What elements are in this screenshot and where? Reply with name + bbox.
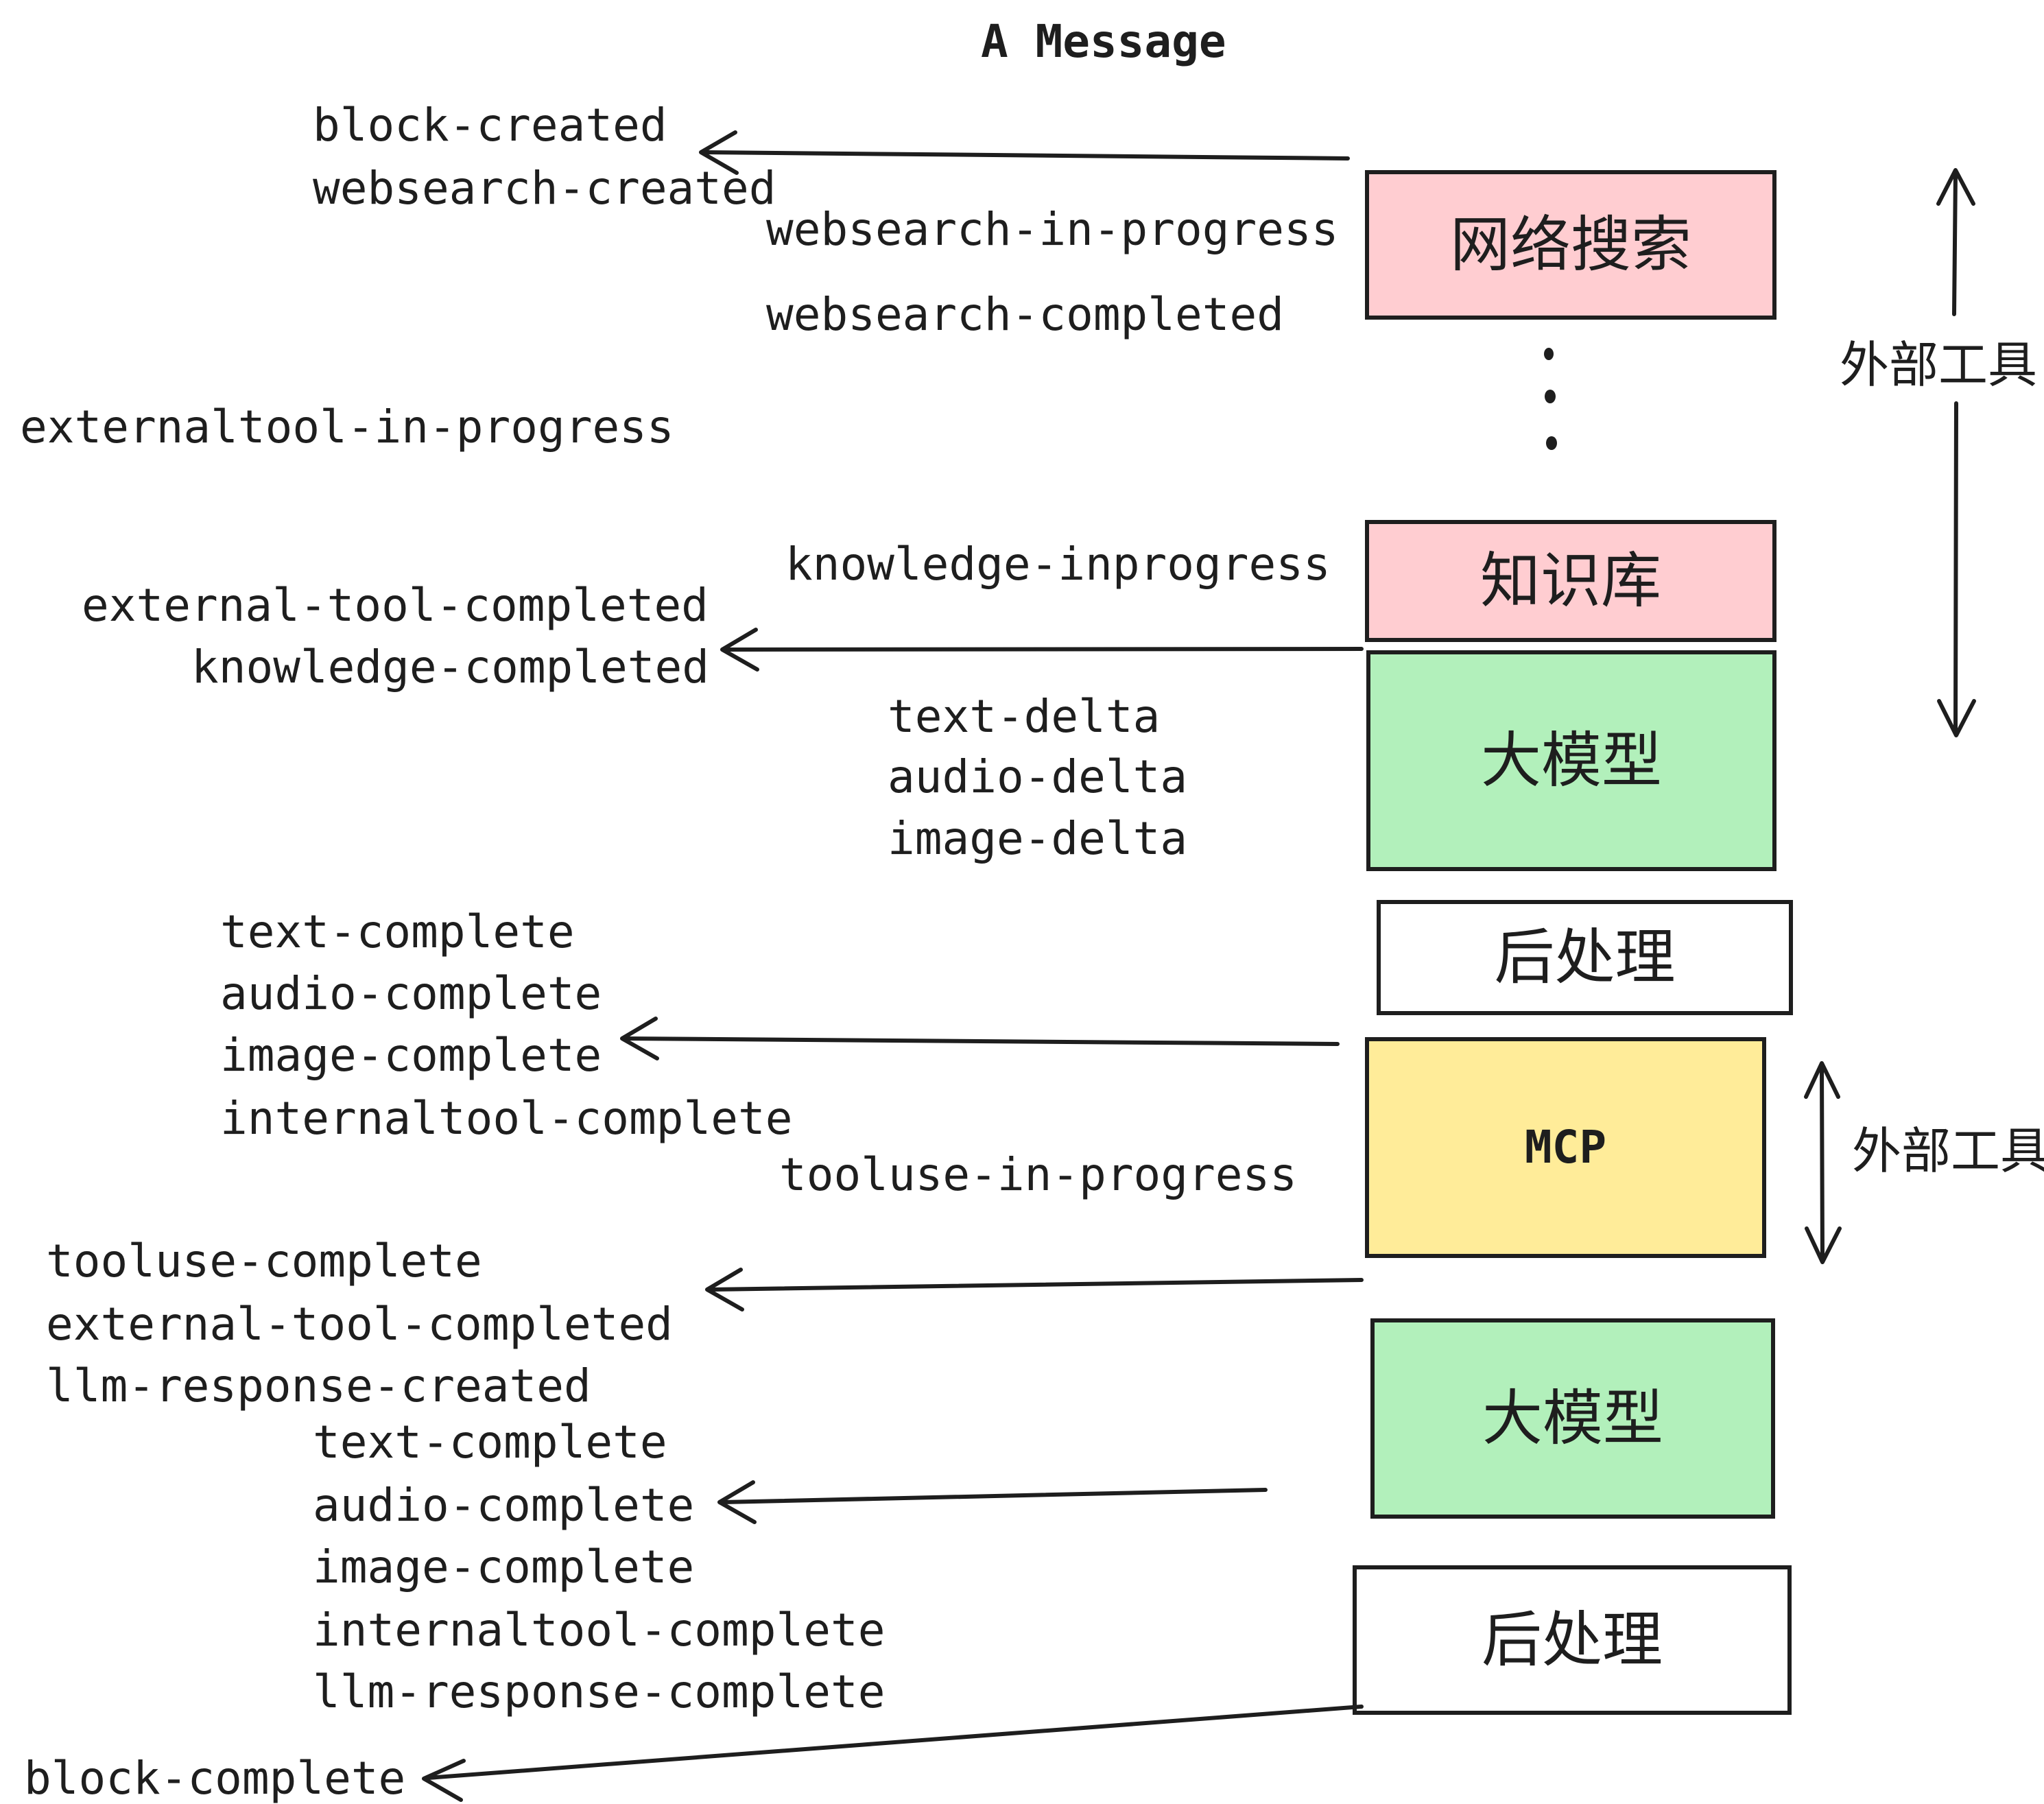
box-postprocess-1: 后处理 bbox=[1377, 900, 1793, 1015]
arrow-mcp-to-tooluse-complete bbox=[705, 1268, 1364, 1312]
event-label-internaltool-complete-2: internaltool-complete bbox=[313, 1604, 886, 1657]
event-label-knowledge-completed: knowledge-completed bbox=[191, 641, 709, 693]
box-postprocess-2-label: 后处理 bbox=[1481, 1604, 1663, 1675]
event-label-audio-delta-1: audio-delta bbox=[888, 750, 1188, 803]
box-websearch: 网络搜索 bbox=[1365, 170, 1776, 320]
event-label-text-delta-1: text-delta bbox=[888, 690, 1161, 743]
box-mcp: MCP bbox=[1365, 1037, 1766, 1258]
box-llm-2-label: 大模型 bbox=[1482, 1383, 1663, 1453]
external-tools-label-2: 外部工具 bbox=[1852, 1122, 2044, 1180]
box-llm-1: 大模型 bbox=[1366, 650, 1776, 871]
box-postprocess-1-label: 后处理 bbox=[1494, 922, 1676, 993]
box-mcp-label: MCP bbox=[1524, 1121, 1607, 1174]
event-label-tooluse-complete: tooluse-complete bbox=[46, 1235, 482, 1287]
event-label-knowledge-inprogress: knowledge-inprogress bbox=[785, 538, 1331, 591]
event-label-text-complete-2: text-complete bbox=[313, 1416, 667, 1469]
event-label-image-delta-1: image-delta bbox=[888, 812, 1188, 865]
arrow-websearch-to-created bbox=[699, 130, 1350, 175]
double-arrow-external-tools-1 bbox=[1936, 168, 1976, 737]
event-label-llm-response-created: llm-response-created bbox=[46, 1360, 591, 1412]
event-label-block-created: block-created bbox=[313, 99, 667, 152]
arrow-llm2-to-complete bbox=[717, 1480, 1268, 1524]
box-postprocess-2: 后处理 bbox=[1353, 1565, 1792, 1715]
ellipsis-dots bbox=[1544, 348, 1557, 450]
event-label-block-complete: block-complete bbox=[24, 1752, 406, 1804]
event-label-externaltool-in-progress: externaltool-in-progress bbox=[20, 401, 674, 453]
box-knowledge-label: 知识库 bbox=[1479, 545, 1661, 616]
event-label-external-tool-completed: external-tool-completed bbox=[82, 579, 709, 632]
event-label-image-complete-1: image-complete bbox=[220, 1029, 602, 1082]
arrow-knowledge-to-completed bbox=[720, 628, 1364, 672]
event-label-internaltool-complete-1: internaltool-complete bbox=[220, 1092, 793, 1145]
event-label-text-complete-1: text-complete bbox=[220, 905, 575, 958]
event-label-tooluse-in-progress: tooluse-in-progress bbox=[779, 1148, 1297, 1201]
event-label-websearch-created: websearch-created bbox=[313, 162, 776, 215]
external-tools-label-1: 外部工具 bbox=[1840, 336, 2038, 394]
box-knowledge: 知识库 bbox=[1365, 520, 1776, 642]
event-label-audio-complete-1: audio-complete bbox=[220, 967, 602, 1020]
box-llm-1-label: 大模型 bbox=[1480, 725, 1662, 796]
event-label-audio-complete-2: audio-complete bbox=[313, 1479, 695, 1532]
event-label-external-tool-completed-2: external-tool-completed bbox=[46, 1298, 673, 1351]
arrow-postprocess1-to-complete bbox=[620, 1017, 1340, 1060]
event-label-websearch-in-progress: websearch-in-progress bbox=[766, 203, 1339, 256]
event-label-websearch-completed: websearch-completed bbox=[766, 288, 1284, 341]
event-label-image-complete-2: image-complete bbox=[313, 1541, 695, 1593]
box-llm-2: 大模型 bbox=[1370, 1318, 1775, 1519]
diagram-title: A Message bbox=[981, 15, 1226, 68]
double-arrow-external-tools-2 bbox=[1804, 1061, 1842, 1264]
event-label-llm-response-complete: llm-response-complete bbox=[313, 1665, 886, 1718]
arrow-postprocess2-to-block-complete bbox=[422, 1705, 1364, 1802]
box-websearch-label: 网络搜索 bbox=[1449, 209, 1691, 280]
